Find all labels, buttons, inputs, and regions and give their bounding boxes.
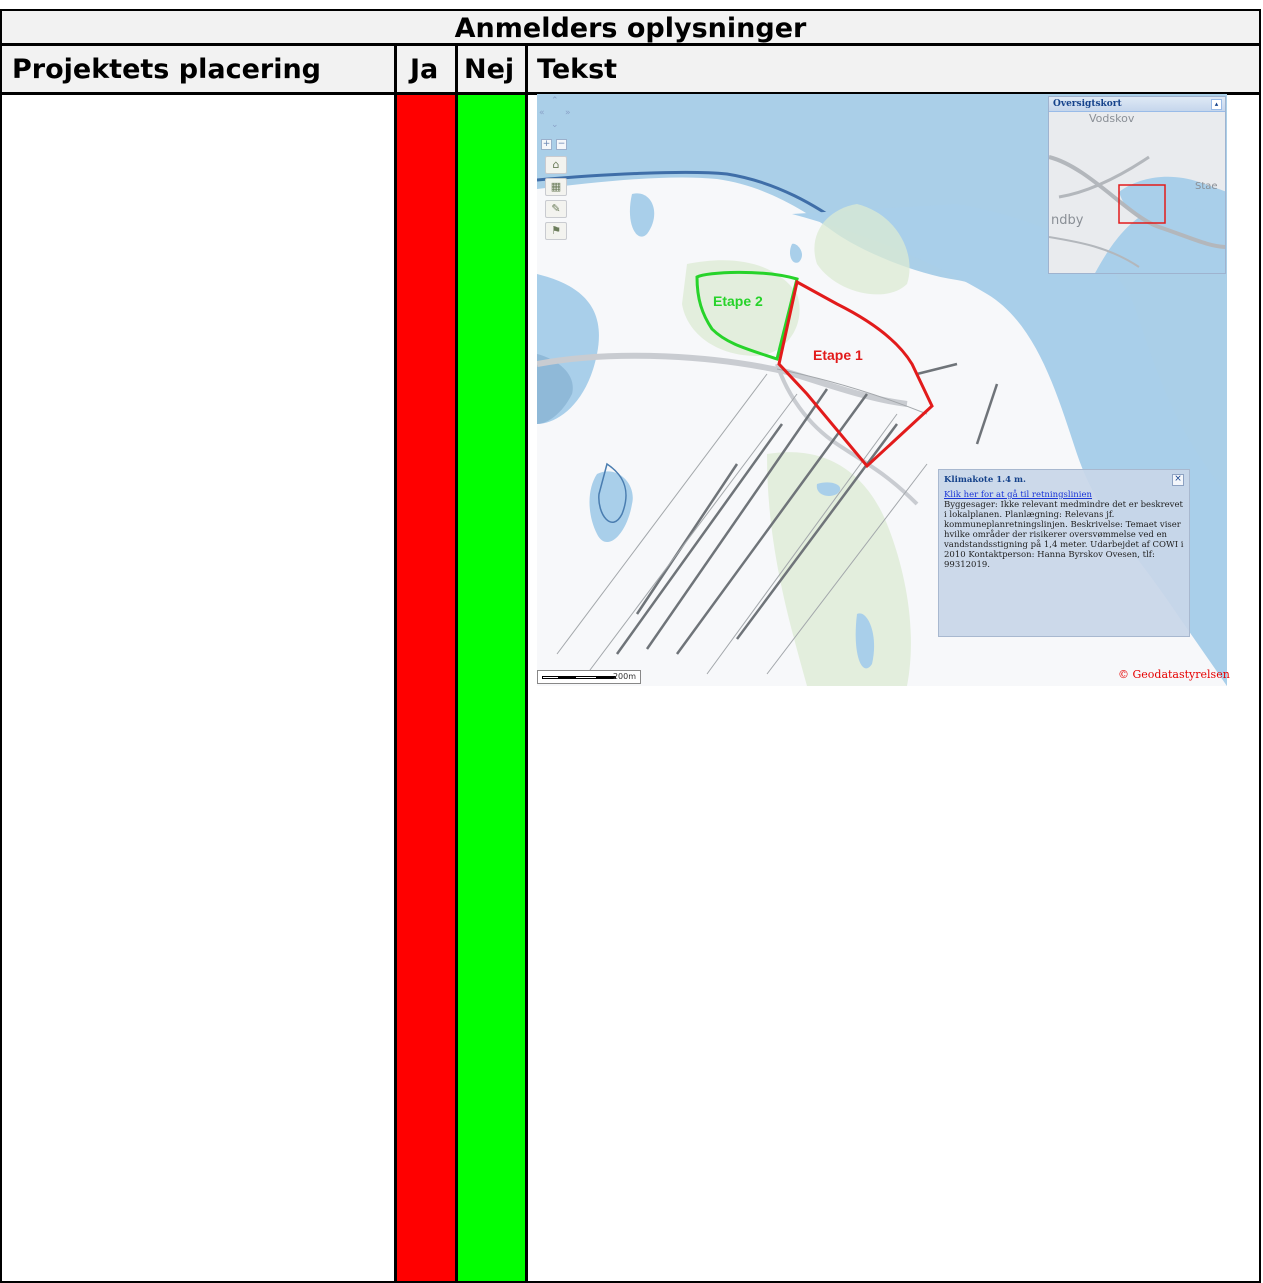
header-yes: Ja [395, 44, 457, 94]
home-icon[interactable]: ⌂ [545, 156, 567, 174]
zoom-out-icon[interactable]: − [556, 139, 567, 150]
pan-left-icon[interactable]: « [539, 108, 545, 118]
scale-label: 200m [612, 672, 636, 681]
pan-right-icon[interactable]: » [565, 108, 571, 118]
zoom-in-icon[interactable]: + [541, 139, 552, 150]
header-no-label: Nej [464, 54, 515, 85]
header-text: Tekst [526, 44, 1261, 94]
header-placement-label: Projektets placering [12, 54, 322, 85]
etape1-label: Etape 1 [813, 347, 863, 363]
table-title-row: Anmelders oplysninger [0, 9, 1261, 45]
header-text-label: Tekst [537, 54, 618, 85]
overview-label-vodskov: Vodskov [1089, 112, 1135, 125]
popup-link[interactable]: Klik her for at gå til retningslinien [944, 490, 1093, 500]
etape2-label: Etape 2 [713, 293, 763, 309]
overview-label-stae: Stae [1195, 181, 1218, 192]
header-placement: Projektets placering [0, 44, 396, 94]
header-no: Nej [456, 44, 527, 94]
overview-canvas [1049, 97, 1225, 273]
pan-up-icon[interactable]: ⌃ [551, 96, 559, 106]
scale-bar: 200m [537, 670, 641, 684]
marker-icon[interactable]: ⚑ [545, 222, 567, 240]
layers-icon[interactable]: ▦ [545, 178, 567, 196]
table-title: Anmelders oplysninger [454, 13, 807, 44]
popup-title: Klimakote 1.4 m. [944, 475, 1026, 485]
overview-label-ndby: ndby [1051, 213, 1084, 228]
pan-down-icon[interactable]: ⌄ [551, 120, 559, 130]
popup-body: Byggesager: Ikke relevant medmindre det … [944, 500, 1184, 570]
collapse-icon[interactable]: ▴ [1211, 99, 1222, 110]
measure-icon[interactable]: ✎ [545, 200, 567, 218]
yes-cell [395, 93, 457, 1283]
no-cell [456, 93, 527, 1283]
info-popup: × Klimakote 1.4 m. Klik her for at gå ti… [938, 469, 1190, 637]
placement-cell [0, 93, 396, 1283]
overview-map[interactable]: Oversigtskort ▴ Vodskov ndby Stae [1048, 96, 1226, 274]
overview-title: Oversigtskort [1049, 97, 1225, 112]
map-credit: © Geodatastyrelsen [1118, 668, 1230, 681]
close-icon[interactable]: × [1172, 474, 1184, 486]
header-yes-label: Ja [410, 54, 439, 85]
